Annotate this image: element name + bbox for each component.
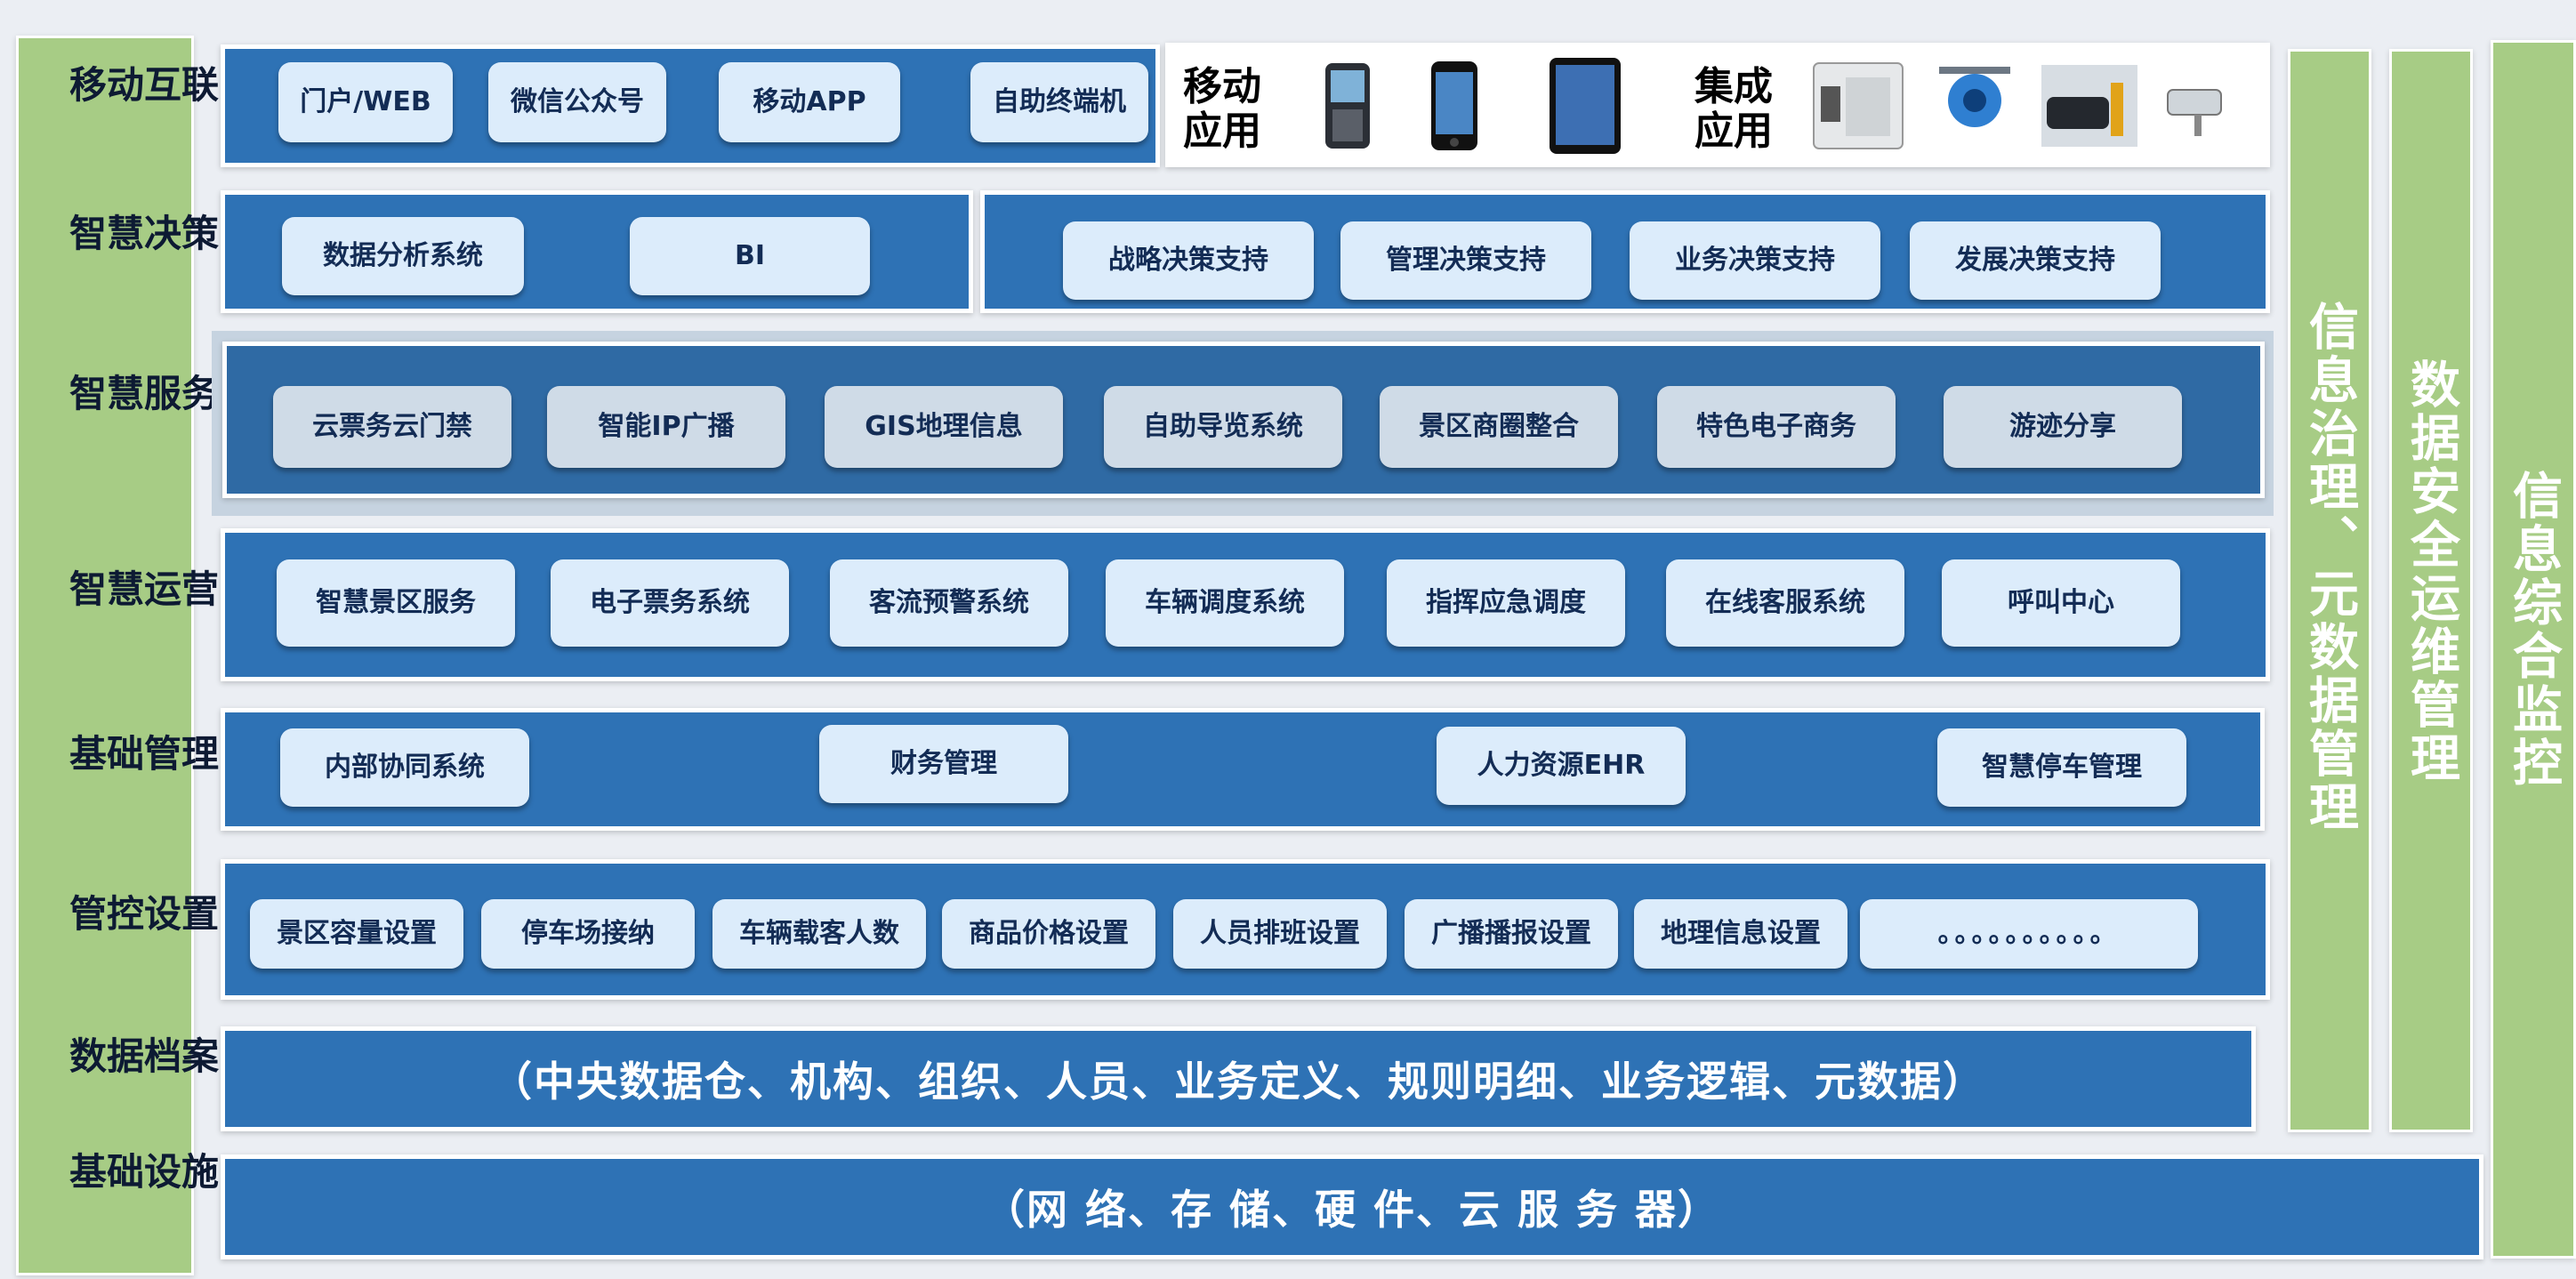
label-mobile-internet: 移动互联	[68, 63, 219, 107]
column-info-governance: 信息治理、元数据管理	[2288, 49, 2371, 1132]
e-ticketing-system[interactable]: 电子票务系统	[551, 559, 789, 647]
column-data-security: 数据安全运维管理	[2389, 49, 2473, 1132]
infrastructure-band: （网 络、存 储、硬 件、云 服 务 器）	[221, 1154, 2483, 1259]
gis-info[interactable]: GIS地理信息	[825, 386, 1063, 468]
data-analysis-system[interactable]: 数据分析系统	[282, 217, 524, 295]
tablet-image	[1548, 56, 1622, 156]
geo-info-setting[interactable]: 地理信息设置	[1634, 899, 1847, 969]
cloud-ticketing-access[interactable]: 云票务云门禁	[273, 386, 511, 468]
smart-parking-management[interactable]: 智慧停车管理	[1937, 728, 2186, 807]
decision-support-band: 战略决策支持 管理决策支持 业务决策支持 发展决策支持	[980, 190, 2270, 313]
business-district-integration[interactable]: 景区商圈整合	[1380, 386, 1618, 468]
parking-barrier-image	[2041, 65, 2137, 147]
self-guided-tour[interactable]: 自助导览系统	[1104, 386, 1342, 468]
control-settings-band: 景区容量设置 停车场接纳 车辆载客人数 商品价格设置 人员排班设置 广播播报设置…	[221, 859, 2270, 1000]
financial-management[interactable]: 财务管理	[819, 725, 1068, 803]
vehicle-dispatch-system[interactable]: 车辆调度系统	[1106, 559, 1344, 647]
label-infrastructure: 基础设施	[68, 1150, 219, 1194]
bi-system[interactable]: BI	[630, 217, 870, 295]
pda-device-image	[1308, 60, 1388, 152]
online-customer-service[interactable]: 在线客服系统	[1666, 559, 1904, 647]
column-data-security-label: 数据安全运维管理	[2402, 358, 2460, 785]
data-archive-text: （中央数据仓、机构、组织、人员、业务定义、规则明细、业务逻辑、元数据）	[491, 1058, 1985, 1106]
call-center[interactable]: 呼叫中心	[1942, 559, 2180, 647]
decision-analysis-band: 数据分析系统 BI	[221, 190, 973, 313]
channel-portal-web[interactable]: 门户/WEB	[278, 62, 453, 142]
commodity-price-setting[interactable]: 商品价格设置	[942, 899, 1155, 969]
access-keypad-image	[1810, 60, 1906, 152]
travel-sharing[interactable]: 游迹分享	[1944, 386, 2182, 468]
dome-camera-image	[1930, 60, 2019, 140]
visitor-flow-warning[interactable]: 客流预警系统	[830, 559, 1068, 647]
security-camera-image	[2159, 72, 2234, 143]
strategic-decision-support[interactable]: 战略决策支持	[1063, 221, 1314, 300]
label-control-settings: 管控设置	[68, 892, 219, 936]
integrated-app-heading: 集成应用	[1695, 64, 1773, 154]
staff-scheduling-setting[interactable]: 人员排班设置	[1173, 899, 1387, 969]
more-settings-ellipsis[interactable]: 。。。。。。。。。。	[1860, 899, 2198, 969]
human-resources-ehr[interactable]: 人力资源EHR	[1437, 727, 1686, 805]
channel-wechat[interactable]: 微信公众号	[488, 62, 666, 142]
label-smart-service: 智慧服务	[68, 372, 219, 415]
featured-ecommerce[interactable]: 特色电子商务	[1657, 386, 1896, 468]
smart-scenic-service[interactable]: 智慧景区服务	[277, 559, 515, 647]
scenic-capacity-setting[interactable]: 景区容量设置	[250, 899, 463, 969]
channel-mobile-app[interactable]: 移动APP	[719, 62, 900, 142]
smartphone-image	[1428, 60, 1481, 152]
business-decision-support[interactable]: 业务决策支持	[1630, 221, 1880, 300]
channel-self-service-kiosk[interactable]: 自助终端机	[970, 62, 1148, 142]
mobile-channels-band: 门户/WEB 微信公众号 移动APP 自助终端机	[221, 44, 1160, 167]
label-smart-operation: 智慧运营	[68, 567, 219, 611]
column-info-governance-label: 信息治理、元数据管理	[2300, 301, 2359, 834]
smart-ip-broadcast[interactable]: 智能IP广播	[547, 386, 785, 468]
management-decision-support[interactable]: 管理决策支持	[1340, 221, 1591, 300]
label-data-archive: 数据档案	[68, 1034, 219, 1078]
vehicle-passenger-count[interactable]: 车辆载客人数	[712, 899, 926, 969]
broadcast-setting[interactable]: 广播播报设置	[1405, 899, 1618, 969]
left-label-column: 移动互联 智慧决策 智慧服务 智慧运营 基础管理 管控设置 数据档案 基础设施	[16, 36, 219, 1275]
internal-collaboration[interactable]: 内部协同系统	[280, 728, 529, 807]
mobile-app-heading: 移动应用	[1183, 64, 1261, 154]
label-smart-decision: 智慧决策	[68, 212, 219, 255]
emergency-command-dispatch[interactable]: 指挥应急调度	[1387, 559, 1625, 647]
column-info-monitoring-label: 信息综合监控	[2504, 470, 2563, 790]
development-decision-support[interactable]: 发展决策支持	[1910, 221, 2161, 300]
operation-band: 智慧景区服务 电子票务系统 客流预警系统 车辆调度系统 指挥应急调度 在线客服系…	[221, 528, 2270, 681]
mobile-integrated-apps-panel: 移动应用 集成应用	[1165, 43, 2270, 167]
service-band: 云票务云门禁 智能IP广播 GIS地理信息 自助导览系统 景区商圈整合 特色电子…	[222, 342, 2265, 498]
infrastructure-text: （网 络、存 储、硬 件、云 服 务 器）	[983, 1186, 1721, 1234]
basic-management-band: 内部协同系统 财务管理 人力资源EHR 智慧停车管理	[221, 708, 2265, 831]
parking-acceptance[interactable]: 停车场接纳	[481, 899, 695, 969]
label-basic-management: 基础管理	[68, 732, 219, 776]
data-archive-band: （中央数据仓、机构、组织、人员、业务定义、规则明细、业务逻辑、元数据）	[221, 1026, 2256, 1131]
column-info-monitoring: 信息综合监控	[2491, 40, 2576, 1259]
